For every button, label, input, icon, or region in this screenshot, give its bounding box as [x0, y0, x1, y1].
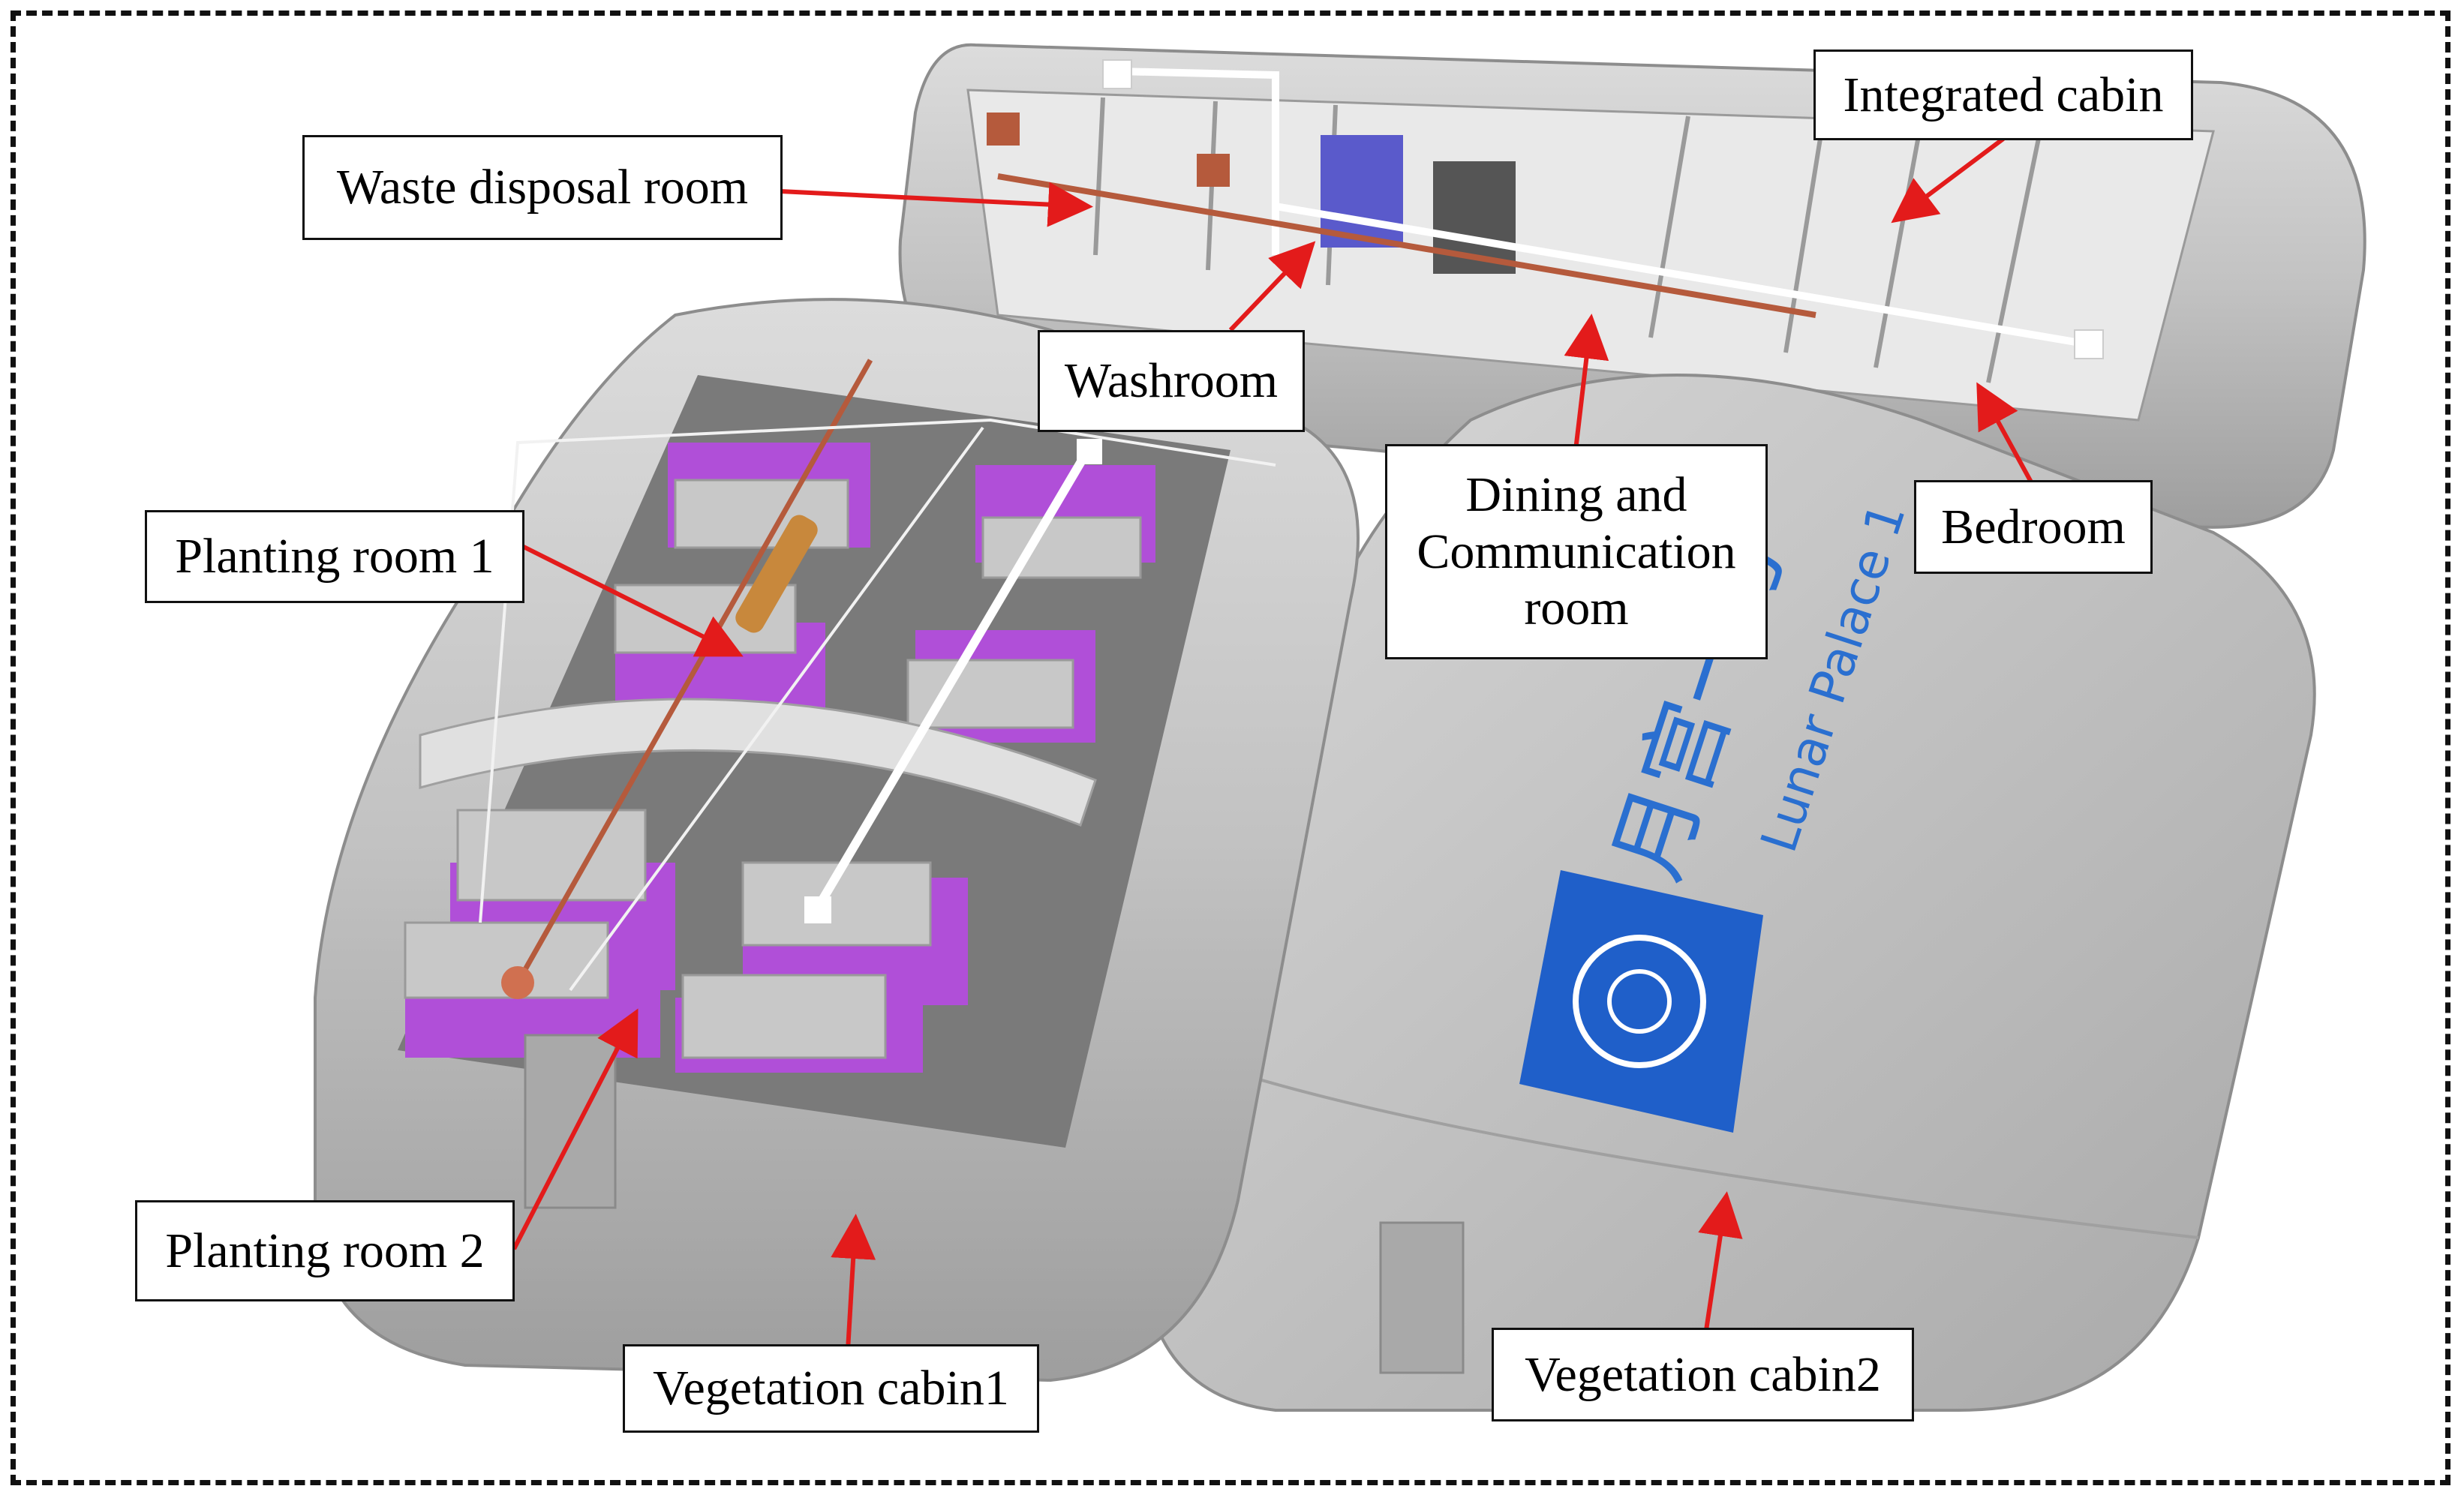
label-vegetation-cabin2: Vegetation cabin2 — [1492, 1328, 1914, 1421]
annotation-arrows — [512, 137, 2036, 1351]
dashed-border — [11, 11, 2450, 1485]
label-planting-room-2: Planting room 2 — [135, 1200, 515, 1301]
arrow-washroom — [1228, 241, 1316, 332]
label-dining-communication-room: Dining and Communication room — [1385, 444, 1768, 659]
arrow-planting-room-2 — [512, 1008, 639, 1250]
arrow-planting-room-1 — [516, 542, 744, 657]
university-logo — [1519, 870, 1763, 1133]
arrow-vegetation-cabin2 — [1698, 1191, 1743, 1351]
arrow-vegetation-cabin1 — [831, 1214, 876, 1351]
label-vegetation-cabin1: Vegetation cabin1 — [623, 1344, 1039, 1433]
label-bedroom: Bedroom — [1914, 480, 2153, 574]
label-waste-disposal-room: Waste disposal room — [302, 135, 783, 240]
arrow-dining — [1564, 314, 1609, 451]
label-washroom: Washroom — [1038, 330, 1305, 432]
arrow-integrated-cabin — [1891, 137, 2005, 224]
label-integrated-cabin: Integrated cabin — [1813, 50, 2193, 140]
arrow-waste-disposal — [780, 182, 1093, 227]
arrow-bedroom — [1976, 382, 2036, 488]
label-planting-room-1: Planting room 1 — [145, 510, 524, 603]
